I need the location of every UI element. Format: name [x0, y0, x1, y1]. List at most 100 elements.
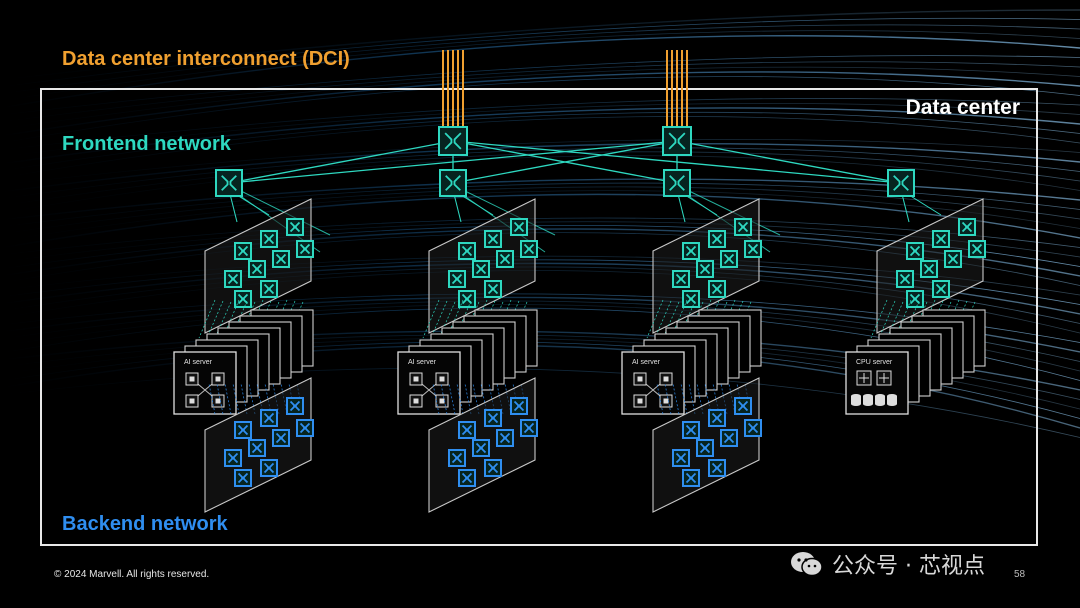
switch-icon — [906, 290, 924, 308]
server-label: CPU server — [856, 359, 893, 366]
cpu-server: CPU server — [845, 351, 909, 415]
light-streak — [0, 98, 1080, 151]
switch-icon — [296, 240, 314, 258]
dci-link-bundle — [666, 50, 688, 126]
watermark: 公众号 · 芯视点 — [790, 548, 985, 580]
frontend-plane — [652, 198, 762, 334]
switch-icon — [496, 250, 514, 268]
server-stack: CPU server — [845, 309, 986, 415]
light-streak — [0, 9, 1080, 81]
switch-icon — [958, 218, 976, 236]
switch-icon — [720, 250, 738, 268]
frontend-plane — [428, 198, 538, 334]
switch-icon — [260, 459, 278, 477]
switch-icon — [458, 242, 476, 260]
frontend-spine-switch-icon — [438, 126, 468, 156]
light-streak — [0, 103, 1080, 158]
switch-icon — [496, 429, 514, 447]
frontend-leaf-switch-icon — [887, 169, 915, 197]
cluster-4: CPU server — [845, 189, 986, 415]
cpu-chip-icon — [876, 370, 892, 386]
switch-icon — [234, 242, 252, 260]
switch-icon — [708, 409, 726, 427]
switch-icon — [286, 218, 304, 236]
cluster-1: AI server — [173, 189, 314, 513]
switch-icon — [448, 270, 466, 288]
switch-icon — [234, 421, 252, 439]
data-center-label: Data center — [905, 96, 1020, 119]
frontend-spine-switch-icon — [662, 126, 692, 156]
light-streak — [0, 155, 1080, 214]
light-streak — [0, 182, 1080, 228]
server-label: AI server — [632, 359, 661, 366]
switch-icon — [458, 469, 476, 487]
ai-server: AI server — [621, 351, 685, 415]
frontend-mesh-links — [228, 140, 902, 184]
switch-icon — [734, 218, 752, 236]
switch-icon — [260, 230, 278, 248]
switch-icon — [720, 429, 738, 447]
switch-icon — [682, 290, 700, 308]
switch-icon — [510, 397, 528, 415]
light-streak — [0, 193, 1080, 249]
server-label: AI server — [408, 359, 437, 366]
switch-icon — [696, 260, 714, 278]
switch-icon — [272, 250, 290, 268]
switch-icon — [968, 240, 986, 258]
switch-icon — [448, 449, 466, 467]
light-streak — [0, 107, 1080, 165]
switch-icon — [672, 270, 690, 288]
server-stack: AI server — [397, 309, 538, 415]
switch-icon — [932, 280, 950, 298]
frontend-leaf-switch-icon — [439, 169, 467, 197]
light-streak — [0, 17, 1080, 88]
switch-icon — [224, 449, 242, 467]
switch-icon — [896, 270, 914, 288]
wechat-icon — [791, 552, 823, 577]
switch-icon — [696, 439, 714, 457]
light-streak — [0, 55, 1080, 116]
switch-icon — [906, 242, 924, 260]
storage-disk-icon — [851, 394, 861, 406]
light-streak — [0, 178, 1080, 221]
switch-icon — [260, 280, 278, 298]
switch-icon — [248, 439, 266, 457]
light-streak — [0, 66, 1080, 130]
switch-icon — [944, 250, 962, 268]
light-streak — [0, 116, 1080, 179]
dci-link-bundle — [442, 50, 464, 126]
switch-icon — [520, 240, 538, 258]
switch-icon — [682, 469, 700, 487]
frontend-plane — [876, 198, 986, 334]
ai-server: AI server — [173, 351, 237, 415]
switch-icon — [472, 439, 490, 457]
server-stack: AI server — [173, 309, 314, 415]
switch-icon — [932, 230, 950, 248]
cpu-chip-icon — [856, 370, 872, 386]
switch-icon — [920, 260, 938, 278]
data-center-boundary — [40, 88, 1038, 546]
light-streak — [0, 71, 1080, 137]
switch-icon — [484, 459, 502, 477]
switch-icon — [260, 409, 278, 427]
switch-icon — [708, 280, 726, 298]
switch-icon — [286, 397, 304, 415]
switch-icon — [458, 290, 476, 308]
server-stack: AI server — [621, 309, 762, 415]
switch-icon — [682, 421, 700, 439]
switch-icon — [484, 280, 502, 298]
server-label: AI server — [184, 359, 213, 366]
light-streak — [0, 186, 1080, 235]
light-streak — [0, 143, 1080, 193]
light-streak — [0, 147, 1080, 200]
switch-icon — [744, 419, 762, 437]
storage-disk-icon — [863, 394, 873, 406]
switch-icon — [708, 459, 726, 477]
cluster-2: AI server — [397, 189, 538, 513]
frontend-network-title: Frontend network — [62, 133, 231, 155]
light-streak — [0, 151, 1080, 207]
switch-icon — [734, 397, 752, 415]
frontend-leaf-switch-icon — [215, 169, 243, 197]
light-streak — [0, 111, 1080, 172]
